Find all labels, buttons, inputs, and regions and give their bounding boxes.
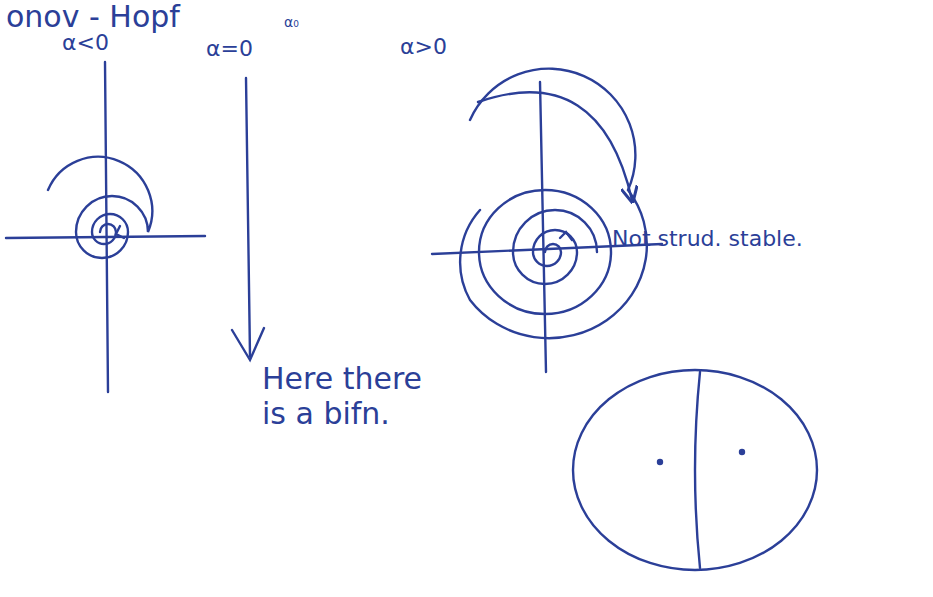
transition-arrow: [246, 78, 250, 356]
y-axis: [105, 62, 108, 392]
outer-spiral: [460, 69, 647, 339]
parameter-label: α>0: [400, 34, 447, 59]
spiral-arrow: [116, 226, 124, 238]
limit-cycle: [479, 190, 611, 314]
y-axis: [540, 82, 546, 372]
parameter-label: α₀: [284, 14, 299, 30]
stable-spiral: [48, 157, 152, 258]
heading: onov - Hopf: [6, 0, 180, 35]
note: Not strud. stable.: [612, 226, 803, 251]
point: [740, 450, 744, 454]
note: Here there is a bifn.: [262, 362, 452, 431]
disc-outline: [573, 370, 817, 570]
parameter-label: α=0: [206, 36, 253, 61]
point: [658, 460, 662, 464]
x-axis: [6, 236, 205, 238]
flow-arrow: [478, 92, 632, 200]
transition-arrowhead: [232, 328, 264, 360]
spiral-arrow: [560, 232, 572, 240]
dividing-line: [695, 372, 700, 568]
parameter-label: α<0: [62, 30, 109, 55]
unstable-spiral: [513, 210, 597, 284]
